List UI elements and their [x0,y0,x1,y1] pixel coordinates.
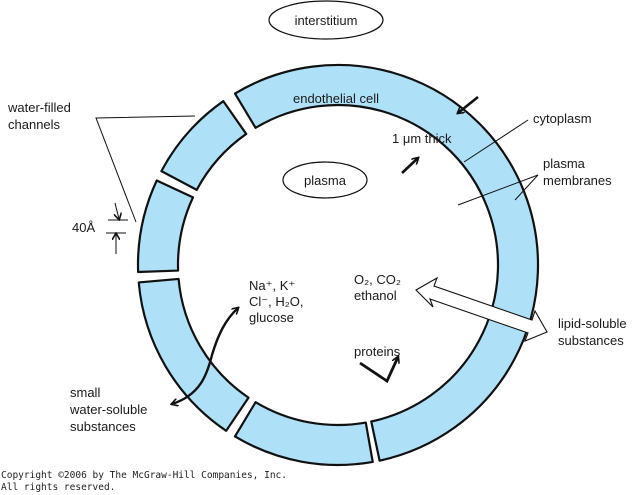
proteins-label: proteins [354,344,401,359]
small-label-1: small [70,385,100,400]
cytoplasm-label: cytoplasm [533,111,592,126]
water-channels-leader [95,115,196,223]
small-label-2: water-soluble [69,402,147,417]
plasma-ellipse [282,161,368,199]
water-channels-label-1: water-filled [7,100,71,115]
outer-thickness-arrow [458,95,479,113]
lipid-label-2: substances [558,333,624,348]
cell-segment-left [136,179,195,274]
gases-label-2: ethanol [354,288,397,303]
water-channels-label-2: channels [8,117,61,132]
cell-segment-upper-left [160,100,248,191]
interstitium-label: interstitium [295,13,358,28]
plasma-membranes-label-1: plasma [543,156,586,171]
cytoplasm-leader [463,119,529,163]
proteins-blocked-arrow [359,357,398,384]
plasma-label: plasma [304,173,347,188]
lipid-soluble-transport-arrow [415,276,548,342]
cell-segment-bottom [233,401,374,467]
membrane-leader-outer [514,174,539,201]
inner-thickness-arrow [401,158,418,174]
plasma-membranes-label-2: membranes [543,173,612,188]
copyright-line-1: Copyright ©2006 by The McGraw-Hill Compa… [1,470,287,481]
ions-label-1: Na⁺, K⁺ [249,278,295,293]
lipid-label-1: lipid-soluble [558,316,627,331]
ions-label-2: Cl⁻, H₂O, [249,294,304,309]
membrane-leader-inner [457,174,539,206]
thickness-label: 1 μm thick [392,131,452,146]
ions-label-3: glucose [249,310,294,325]
gap-size-label: 40Å [72,220,95,235]
endothelial-cell-label: endothelial cell [293,91,379,106]
cell-segment-main [233,63,540,462]
copyright-line-2: All rights reserved. [1,482,116,493]
gap-arrow-down [115,202,119,219]
water-soluble-transport-arrow [172,308,238,404]
interstitium-ellipse [268,0,384,40]
small-label-3: substances [70,419,136,434]
cell-segment-lower-left [137,277,250,432]
gases-label-1: O₂, CO₂ [354,272,401,287]
